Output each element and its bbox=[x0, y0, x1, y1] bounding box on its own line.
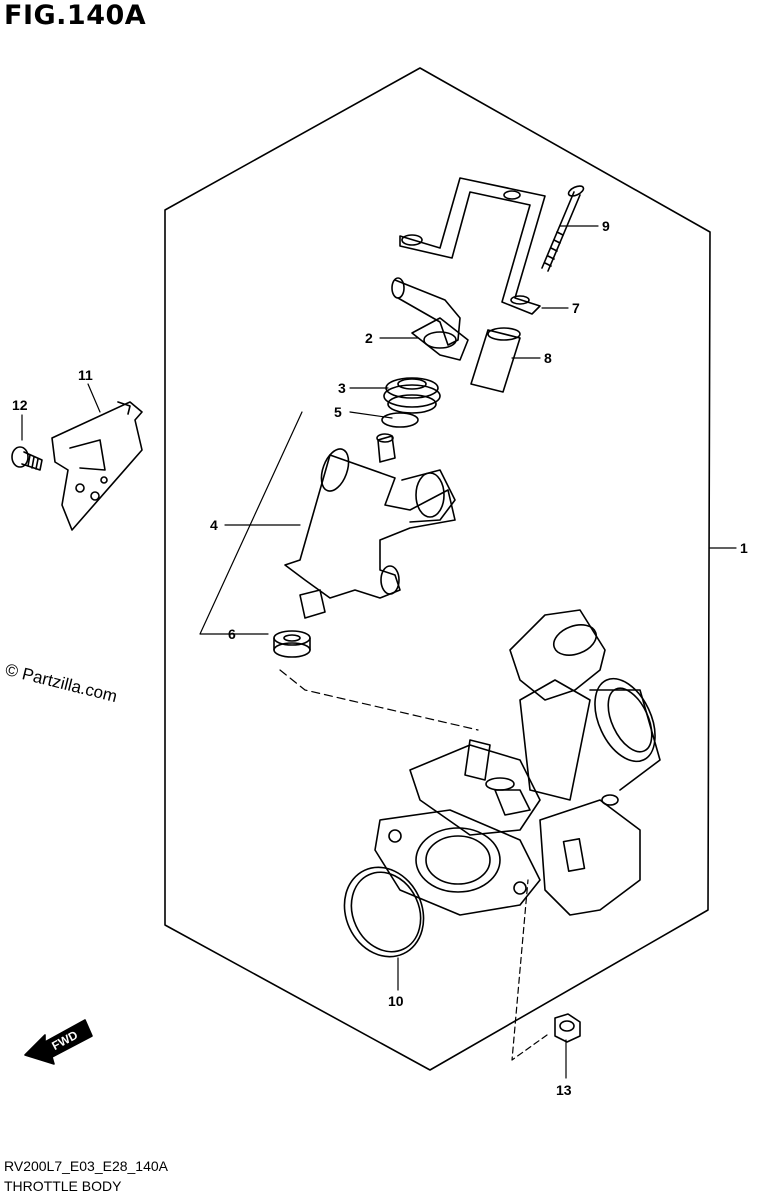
figure-title: FIG.140A bbox=[4, 0, 147, 31]
hose-fitting-part-2 bbox=[391, 277, 469, 361]
callout-6: 6 bbox=[228, 626, 236, 642]
section-name: THROTTLE BODY bbox=[4, 1178, 122, 1194]
nut-part-13 bbox=[554, 1013, 581, 1043]
callout-2: 2 bbox=[365, 330, 373, 346]
fwd-arrow bbox=[24, 1019, 93, 1065]
callout-3: 3 bbox=[338, 380, 346, 396]
callout-13: 13 bbox=[556, 1082, 572, 1098]
callout-10: 10 bbox=[388, 993, 404, 1009]
callout-7: 7 bbox=[572, 300, 580, 316]
screw-part-12 bbox=[11, 446, 43, 471]
bolt-part-9 bbox=[541, 185, 585, 272]
collar-part-6 bbox=[273, 630, 311, 658]
assembly-outline bbox=[164, 67, 711, 1071]
valve-part-4 bbox=[284, 433, 456, 619]
model-code: RV200L7_E03_E28_140A bbox=[4, 1158, 169, 1174]
leader-lines bbox=[21, 225, 737, 1079]
callout-9: 9 bbox=[602, 218, 610, 234]
callout-12: 12 bbox=[12, 397, 28, 413]
callout-8: 8 bbox=[544, 350, 552, 366]
oring-part-5 bbox=[381, 412, 419, 428]
callout-4: 4 bbox=[210, 517, 218, 533]
plate-part-11 bbox=[51, 401, 143, 531]
callout-5: 5 bbox=[334, 404, 342, 420]
callout-11: 11 bbox=[78, 367, 93, 383]
tube-part-8 bbox=[470, 327, 521, 393]
callout-1: 1 bbox=[740, 540, 748, 556]
seal-part-3 bbox=[383, 377, 441, 414]
bracket-part-7 bbox=[399, 177, 546, 315]
gasket-part-10 bbox=[343, 866, 425, 958]
throttle-body-part-1 bbox=[374, 609, 661, 916]
